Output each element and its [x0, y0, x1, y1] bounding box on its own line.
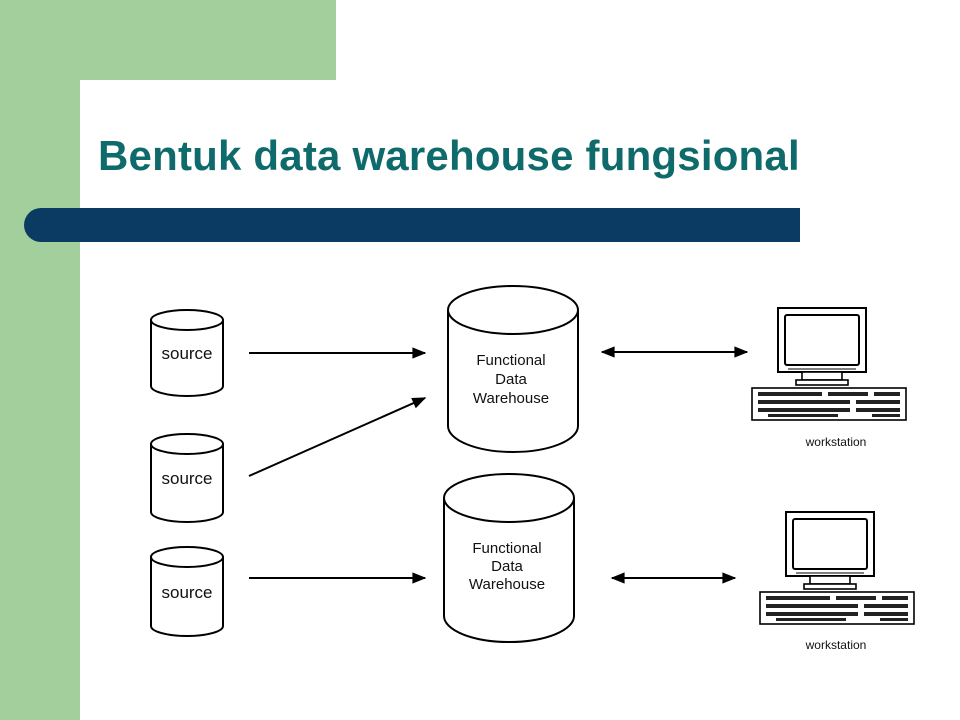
- workstation-label: workstation: [805, 638, 867, 652]
- title-underline-bar: [24, 208, 800, 242]
- source-db-3: source: [150, 546, 224, 637]
- warehouse-label-line1: Functional: [472, 540, 541, 557]
- left-accent-band: [0, 0, 80, 720]
- functional-data-warehouse-1: Functional Data Warehouse: [447, 285, 579, 453]
- warehouse-label-line2: Data: [495, 371, 527, 388]
- top-accent-block: [0, 0, 336, 80]
- source-label: source: [161, 469, 212, 488]
- source-db-1: source: [150, 309, 224, 397]
- workstation-2: workstation: [759, 511, 915, 652]
- warehouse-label-line2: Data: [491, 558, 523, 575]
- warehouse-label-line3: Warehouse: [469, 576, 545, 593]
- workstation-1: workstation: [751, 307, 907, 449]
- warehouse-label-line3: Warehouse: [473, 390, 549, 407]
- arrow-source2-to-warehouse1: [248, 397, 427, 477]
- source-label: source: [161, 344, 212, 363]
- workstation-label: workstation: [805, 435, 867, 449]
- source-db-2: source: [150, 433, 224, 523]
- slide-title: Bentuk data warehouse fungsional: [98, 132, 800, 179]
- warehouse-label-line1: Functional: [476, 352, 545, 369]
- source-label: source: [161, 583, 212, 602]
- functional-data-warehouse-2: Functional Data Warehouse: [443, 473, 575, 643]
